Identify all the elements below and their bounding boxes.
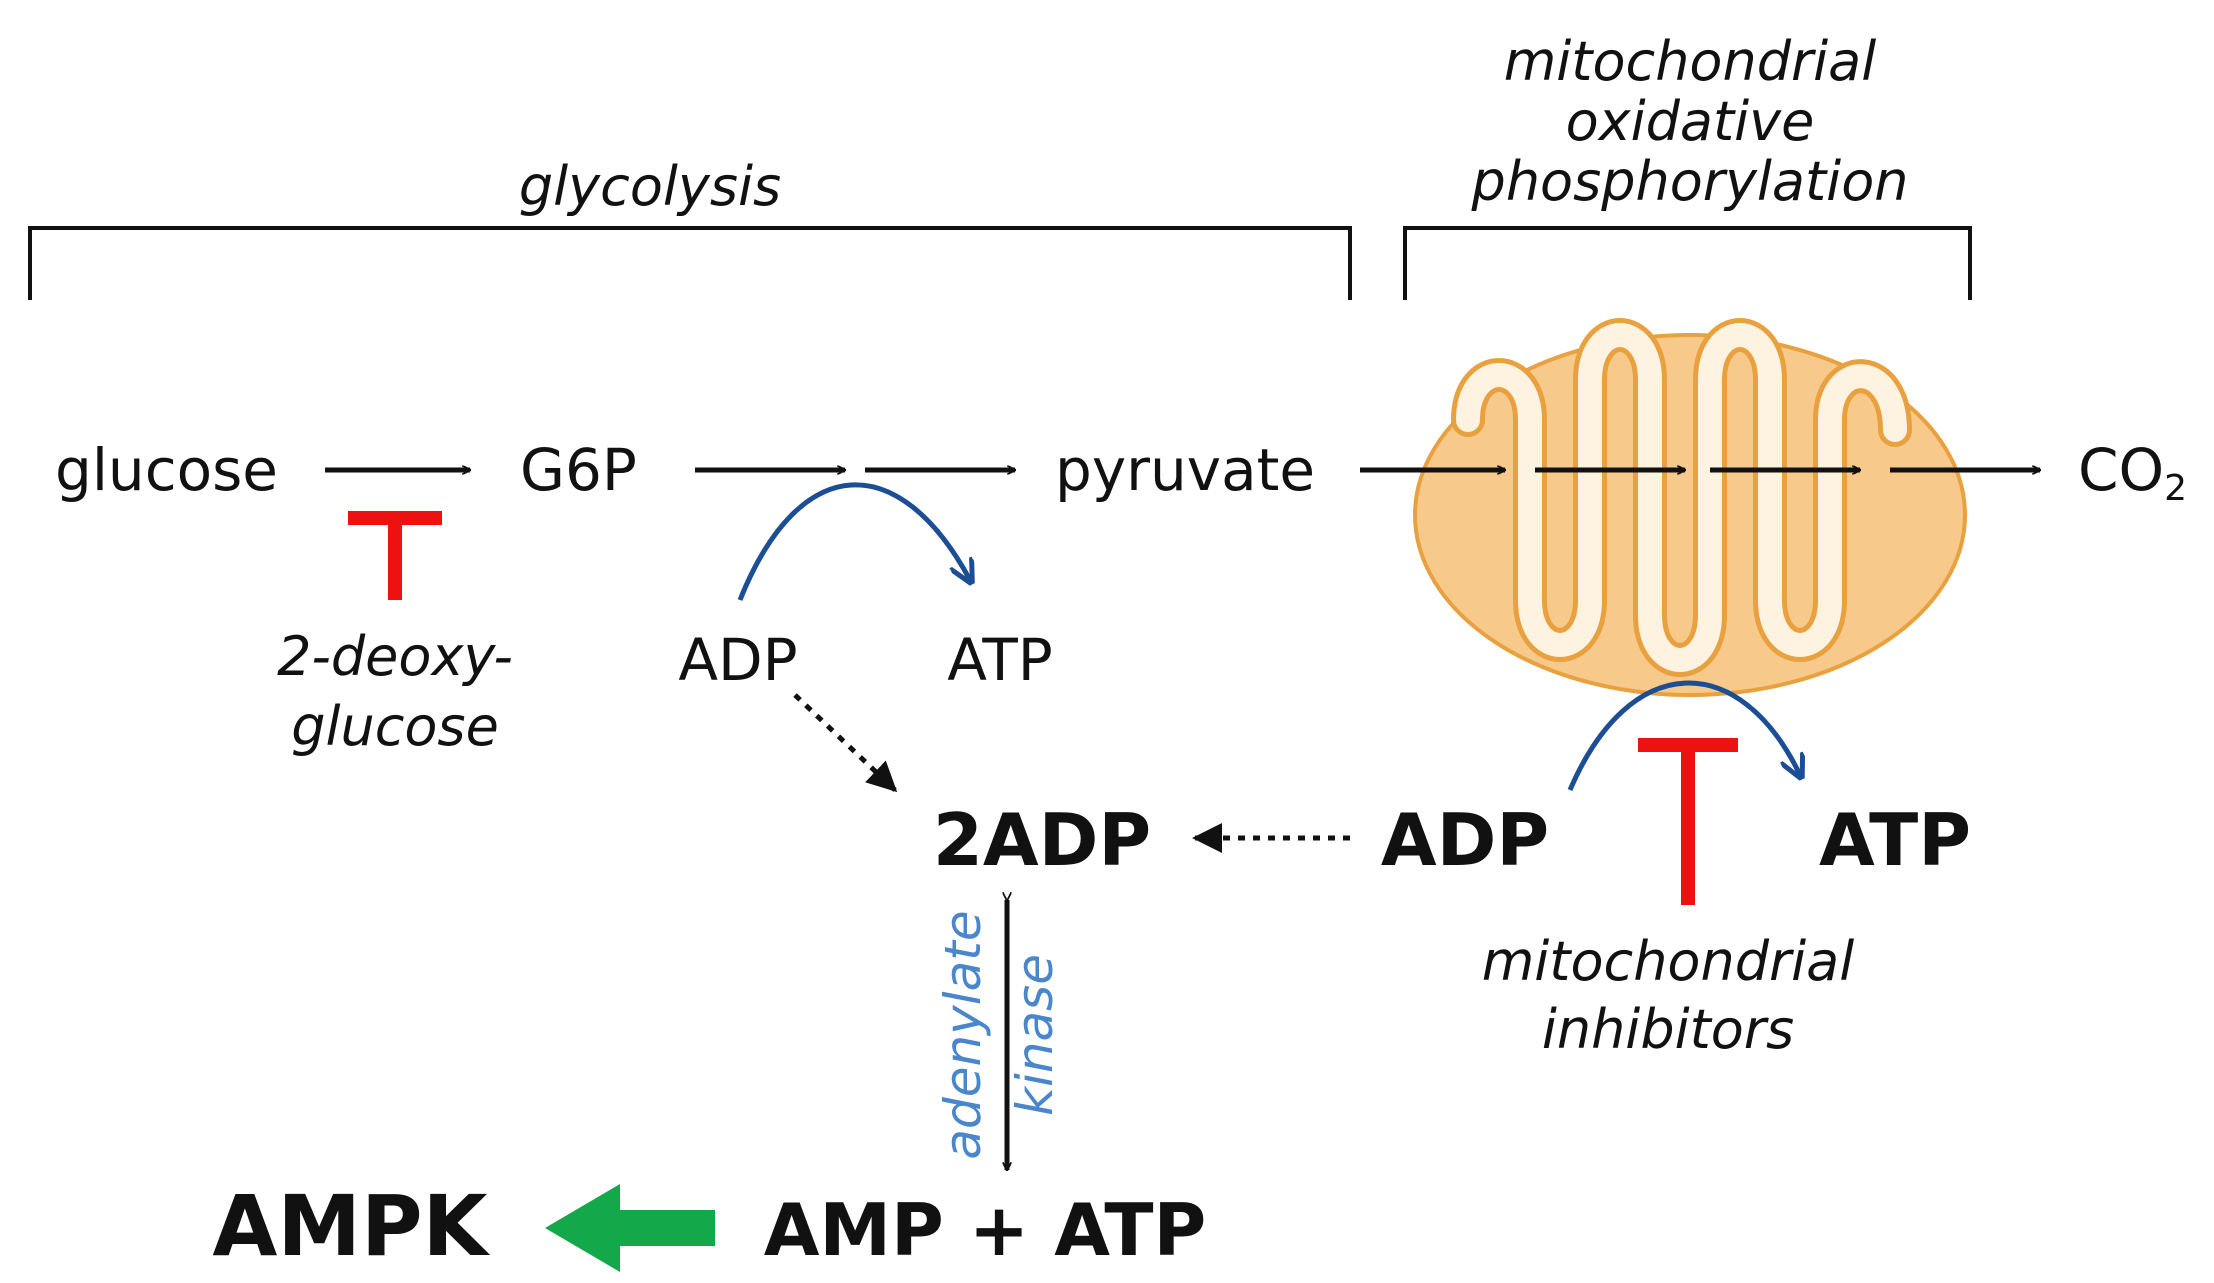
- glycolysis-atp-coupling-arrow: [737, 482, 970, 601]
- 2adp-label: 2ADP: [933, 798, 1151, 882]
- co2-label: CO2: [2078, 436, 2187, 509]
- pyruvate-label: pyruvate: [1055, 436, 1315, 504]
- deoxyglucose-label-line2: glucose: [291, 695, 499, 758]
- atp-glycolysis-label: ATP: [947, 626, 1053, 694]
- amp-atp-label: AMP + ATP: [764, 1188, 1207, 1272]
- inhibitors-label-line1: mitochondrial: [1482, 930, 1855, 993]
- glucose-label: glucose: [55, 436, 278, 504]
- deoxyglucose-inhibitor-icon: [348, 511, 442, 600]
- ampk-activation-arrow: [545, 1184, 715, 1272]
- g6p-label: G6P: [520, 436, 637, 504]
- oxphos-label-line2: oxidative: [1566, 90, 1815, 153]
- oxphos-label-line1: mitochondrial: [1504, 30, 1877, 93]
- co2-subscript: 2: [2164, 468, 2187, 509]
- kinase-label: kinase: [1006, 954, 1064, 1116]
- mitochondrion-icon: [1413, 318, 1967, 697]
- adp-glycolysis-label: ADP: [678, 626, 797, 694]
- dotted-arrow-adp-to-2adp: [793, 693, 898, 793]
- ampk-label: AMPK: [212, 1177, 490, 1275]
- inhibitors-label-line2: inhibitors: [1542, 998, 1794, 1061]
- glycolysis-label: glycolysis: [519, 155, 781, 218]
- glycolysis-bracket: [28, 226, 1352, 300]
- oxphos-label-line3: phosphorylation: [1471, 150, 1909, 213]
- mitochondrial-inhibitor-icon: [1638, 738, 1738, 905]
- oxphos-bracket: [1403, 226, 1972, 300]
- mito-atp-coupling-arrow: [1567, 680, 1800, 791]
- adenylate-label: adenylate: [934, 910, 992, 1159]
- deoxyglucose-label-line1: 2-deoxy-: [277, 625, 513, 688]
- adp-mito-label: ADP: [1381, 798, 1549, 882]
- atp-mito-label: ATP: [1819, 798, 1971, 882]
- co2-main: CO: [2078, 436, 2164, 504]
